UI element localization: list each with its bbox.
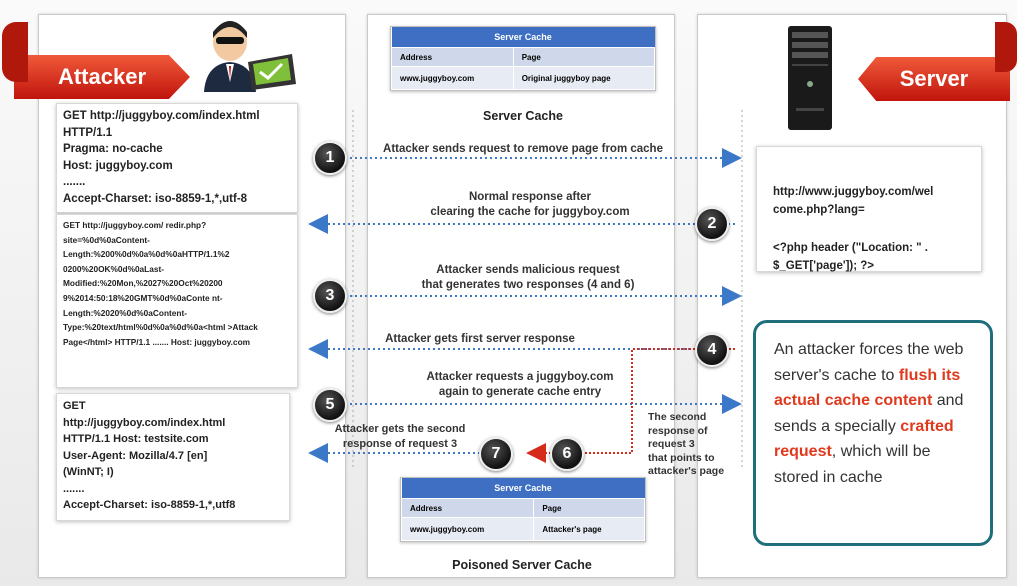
server-code-box: http://www.juggyboy.com/wel come.php?lan… [756, 146, 982, 272]
step-6-marker: 6 [550, 437, 584, 471]
server-icon [788, 26, 832, 130]
callout-text-3: , which will be stored in cache [774, 443, 931, 486]
server-label: Server [899, 66, 969, 91]
step-4-marker: 4 [695, 333, 729, 367]
callout-highlight-2: crafted request [774, 417, 954, 461]
request-2-box: GET http://juggyboy.com/ redir.php?site=… [56, 214, 298, 388]
server-banner: Server [858, 57, 1010, 101]
step-2-marker: 2 [695, 207, 729, 241]
step-7-text: Attacker gets the second response of req… [334, 423, 466, 450]
step-5-text: Attacker requests a juggyboy.com again t… [426, 371, 614, 398]
attacker-label: Attacker [57, 64, 147, 89]
server-php-code: <?php header ("Location: " . $_GET['page… [773, 242, 928, 272]
server-cache-caption: Server Cache [483, 109, 563, 123]
request-3-box: GET http://juggyboy.com/index.html HTTP/… [56, 393, 290, 521]
col-page: Page [533, 498, 645, 518]
callout-text-2: and sends a specially [774, 392, 964, 435]
request-1-box: GET http://juggyboy.com/index.html HTTP/… [56, 103, 298, 213]
col-address: Address [400, 498, 535, 518]
col-page: Page [512, 47, 656, 67]
cache-address: www.juggyboy.com [391, 66, 514, 90]
cache-page: Attacker's page [533, 517, 645, 541]
attacker-banner: Attacker [14, 55, 190, 99]
step-2-text: Normal response after clearing the cache… [430, 191, 630, 218]
step-6-text: The second response of request 3 that po… [648, 411, 725, 477]
step-5-marker: 5 [313, 388, 347, 422]
cache-page: Original juggyboy page [512, 66, 656, 90]
poisoned-cache-caption: Poisoned Server Cache [452, 558, 592, 572]
server-url: http://www.juggyboy.com/wel come.php?lan… [773, 186, 934, 216]
server-banner-curl [995, 22, 1017, 72]
cache-address: www.juggyboy.com [400, 517, 535, 541]
step-1-text: Attacker sends request to remove page fr… [383, 143, 663, 155]
step-3-text: Attacker sends malicious request that ge… [421, 264, 635, 291]
col-address: Address [391, 47, 514, 67]
cache-title: Server Cache [391, 27, 655, 48]
callout-text-1: An attacker forces the web server's cach… [774, 341, 964, 384]
step-4-text: Attacker gets first server response [385, 333, 575, 345]
step-1-marker: 1 [313, 141, 347, 175]
callout-highlight-1: flush its actual cache content [774, 366, 961, 410]
attacker-banner-curl [2, 22, 28, 82]
attacker-icon [204, 21, 296, 92]
step-3-marker: 3 [313, 279, 347, 313]
step-7-marker: 7 [479, 437, 513, 471]
explanation-callout: An attacker forces the web server's cach… [753, 320, 993, 546]
cache-title: Server Cache [401, 478, 645, 499]
